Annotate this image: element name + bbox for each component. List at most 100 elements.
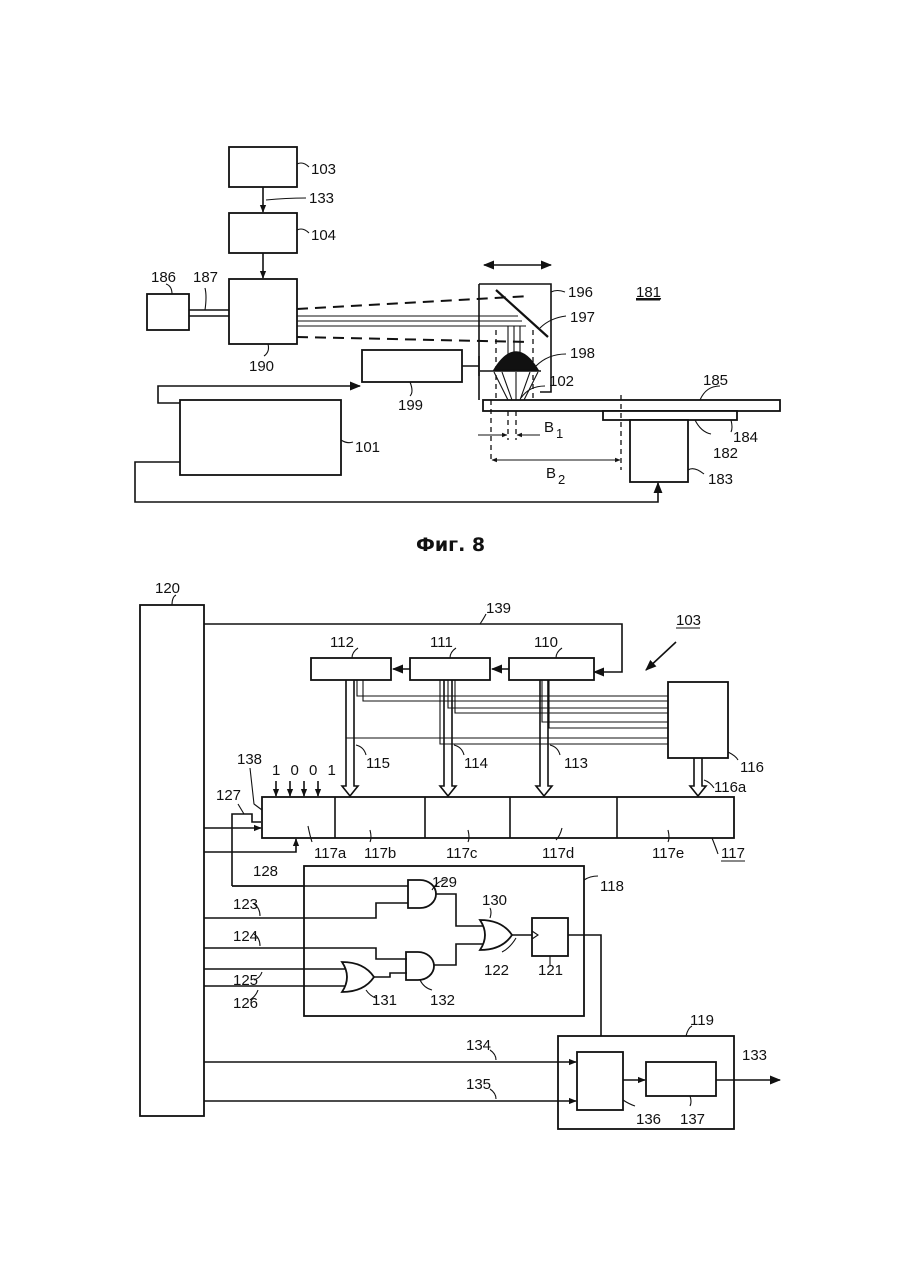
bottom-figure: 120 139 103 112 111 110 116 115 114 113 xyxy=(140,580,780,1129)
register-117 xyxy=(262,797,734,838)
label-117e: 117e xyxy=(652,845,684,862)
leader-138 xyxy=(250,768,262,810)
label-116: 116 xyxy=(740,759,764,776)
motor-183 xyxy=(630,420,688,482)
label-133-bottom: 133 xyxy=(742,1047,767,1064)
label-196: 196 xyxy=(568,284,593,301)
label-103: 103 xyxy=(311,161,336,178)
bus-116a xyxy=(690,758,706,796)
label-132: 132 xyxy=(430,992,455,1009)
label-117: 117 xyxy=(721,845,745,862)
label-B1: B xyxy=(544,419,554,436)
label-117d: 117d xyxy=(542,845,574,862)
block-103 xyxy=(229,147,297,187)
label-117a: 117a xyxy=(314,845,347,862)
beam-upper-dashed xyxy=(297,296,530,309)
top-figure: 103 133 104 190 186 187 196 181 197 xyxy=(135,147,780,556)
label-114: 114 xyxy=(464,755,488,772)
lens-198 xyxy=(494,352,538,370)
label-134: 134 xyxy=(466,1037,491,1054)
label-131: 131 xyxy=(372,992,397,1009)
label-185: 185 xyxy=(703,372,728,389)
housing-196 xyxy=(479,284,551,392)
label-112: 112 xyxy=(330,634,354,651)
leader-196 xyxy=(551,291,565,293)
block-101 xyxy=(180,400,341,475)
label-183: 183 xyxy=(708,471,733,488)
label-190: 190 xyxy=(249,358,274,375)
leader-104 xyxy=(297,229,309,233)
focus-cone xyxy=(494,372,538,400)
label-124: 124 xyxy=(233,928,258,945)
register-110 xyxy=(509,658,594,680)
label-121: 121 xyxy=(538,962,563,979)
compare-bus-lines xyxy=(346,680,668,744)
label-199: 199 xyxy=(398,397,423,414)
label-117b: 117b xyxy=(364,845,396,862)
leader-118 xyxy=(584,876,598,880)
line-128 xyxy=(204,839,296,852)
block-190 xyxy=(229,279,297,344)
label-104: 104 xyxy=(311,227,336,244)
label-123: 123 xyxy=(233,896,258,913)
label-130: 130 xyxy=(482,892,507,909)
label-184: 184 xyxy=(733,429,758,446)
block-136 xyxy=(577,1052,623,1110)
label-122: 122 xyxy=(484,962,509,979)
register-112 xyxy=(311,658,391,680)
label-136: 136 xyxy=(636,1111,661,1128)
leader-127 xyxy=(238,804,244,814)
label-182: 182 xyxy=(713,445,738,462)
label-186: 186 xyxy=(151,269,176,286)
flipflop-121 xyxy=(532,918,568,956)
label-103-bottom: 103 xyxy=(676,612,701,629)
leader-187 xyxy=(205,288,206,310)
leader-182 xyxy=(695,420,711,434)
label-B2-sub: 2 xyxy=(558,472,565,487)
leader-117 xyxy=(712,838,718,854)
label-138: 138 xyxy=(237,751,262,768)
pointer-103 xyxy=(646,642,676,670)
label-139: 139 xyxy=(486,600,511,617)
label-197: 197 xyxy=(570,309,595,326)
block-116 xyxy=(668,682,728,758)
leader-116 xyxy=(728,752,738,760)
leader-183 xyxy=(688,469,704,474)
leader-190 xyxy=(264,344,269,356)
label-120: 120 xyxy=(155,580,180,597)
label-B1-sub: 1 xyxy=(556,426,563,441)
label-116a: 116a xyxy=(714,779,747,796)
label-137: 137 xyxy=(680,1111,705,1128)
block-104 xyxy=(229,213,297,253)
label-115: 115 xyxy=(366,755,390,772)
label-127: 127 xyxy=(216,787,241,804)
label-133-top: 133 xyxy=(309,190,334,207)
label-187: 187 xyxy=(193,269,218,286)
label-135: 135 xyxy=(466,1076,491,1093)
label-117c: 117c xyxy=(446,845,478,862)
label-118: 118 xyxy=(600,878,624,895)
beam-lower-dashed xyxy=(297,337,530,342)
label-128: 128 xyxy=(253,863,278,880)
label-101: 101 xyxy=(355,439,380,456)
leader-114 xyxy=(454,745,464,755)
label-125: 125 xyxy=(233,972,258,989)
leader-133 xyxy=(266,198,306,200)
block-199 xyxy=(362,350,462,382)
disk-185 xyxy=(483,400,780,411)
leader-115 xyxy=(356,745,366,755)
block-137 xyxy=(646,1062,716,1096)
label-111: 111 xyxy=(430,634,453,651)
register-111 xyxy=(410,658,490,680)
leader-103 xyxy=(297,163,309,167)
and-gate-132 xyxy=(406,952,434,980)
label-113: 113 xyxy=(564,755,588,772)
label-181: 181 xyxy=(636,284,661,301)
label-126: 126 xyxy=(233,995,258,1012)
leader-184 xyxy=(731,420,732,432)
label-B2: B xyxy=(546,465,556,482)
label-110: 110 xyxy=(534,634,558,651)
leader-113 xyxy=(550,745,560,755)
label-bits: 1 0 0 1 xyxy=(272,762,339,779)
